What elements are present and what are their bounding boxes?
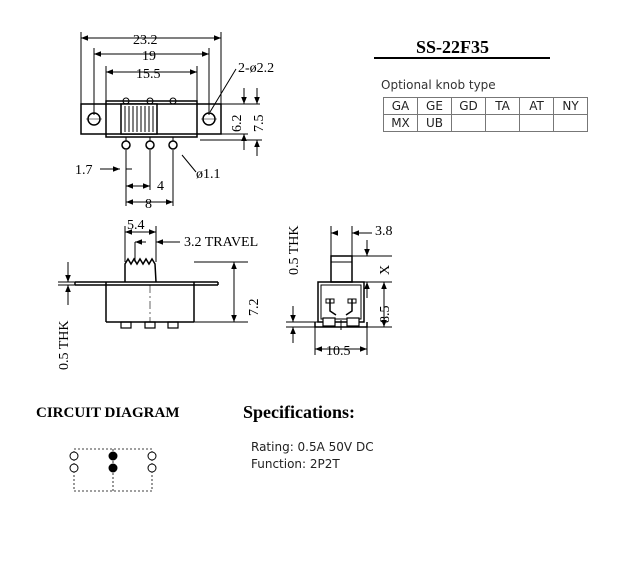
knob-cell: NY bbox=[553, 97, 588, 115]
specifications-title: Specifications: bbox=[243, 402, 355, 422]
dim-knob-width: 5.4 bbox=[127, 218, 145, 233]
dim-end-knob: 3.8 bbox=[375, 224, 393, 239]
end-view bbox=[286, 226, 392, 355]
dim-hole-spacing: 19 bbox=[142, 49, 156, 64]
side-view-labels: 5.4 3.2 TRAVEL 7.2 0.5 THK bbox=[57, 218, 262, 370]
top-view bbox=[80, 32, 262, 206]
spec-function: Function: 2P2T bbox=[251, 457, 340, 471]
dim-pin-pitch: 4 bbox=[157, 179, 164, 194]
side-view bbox=[58, 226, 248, 329]
knob-cell: UB bbox=[417, 114, 452, 132]
part-number-title: SS-22F35 bbox=[416, 37, 490, 57]
end-view-labels: 3.8 X 0.5 THK 8.5 10.5 bbox=[287, 224, 393, 359]
dim-side-thk: 0.5 THK bbox=[57, 320, 72, 370]
dim-pin-diameter: ø1.1 bbox=[196, 167, 221, 182]
spec-rating: Rating: 0.5A 50V DC bbox=[251, 440, 374, 454]
dim-end-thk: 0.5 THK bbox=[287, 225, 302, 275]
dim-overall-length: 23.2 bbox=[133, 33, 158, 48]
dim-end-width: 10.5 bbox=[326, 344, 351, 359]
dim-pin-offset: 1.7 bbox=[75, 163, 93, 178]
knob-cell: GE bbox=[417, 97, 452, 115]
circuit-diagram-title: CIRCUIT DIAGRAM bbox=[36, 405, 180, 421]
knob-row-2: MX UB bbox=[383, 114, 588, 132]
dim-travel: 3.2 TRAVEL bbox=[184, 235, 258, 250]
circuit-diagram bbox=[69, 448, 157, 492]
dim-body-length: 15.5 bbox=[136, 67, 161, 82]
dim-pin-span: 8 bbox=[145, 197, 152, 212]
dim-height-a: 6.2 bbox=[230, 115, 245, 133]
knob-caption: Optional knob type bbox=[381, 78, 496, 92]
title-underline bbox=[374, 57, 550, 59]
dim-side-height: 7.2 bbox=[247, 299, 262, 317]
dim-x: X bbox=[378, 265, 393, 275]
top-view-labels: 23.2 19 15.5 2-ø2.2 6.2 7.5 1.7 ø1.1 4 8 bbox=[75, 33, 274, 212]
dim-height-b: 7.5 bbox=[252, 115, 267, 133]
knob-type-table: GA GE GD TA AT NY MX UB bbox=[383, 97, 588, 132]
dim-end-height: 8.5 bbox=[378, 306, 393, 324]
dim-hole-diameter: 2-ø2.2 bbox=[238, 61, 274, 76]
knob-cell bbox=[553, 114, 588, 132]
